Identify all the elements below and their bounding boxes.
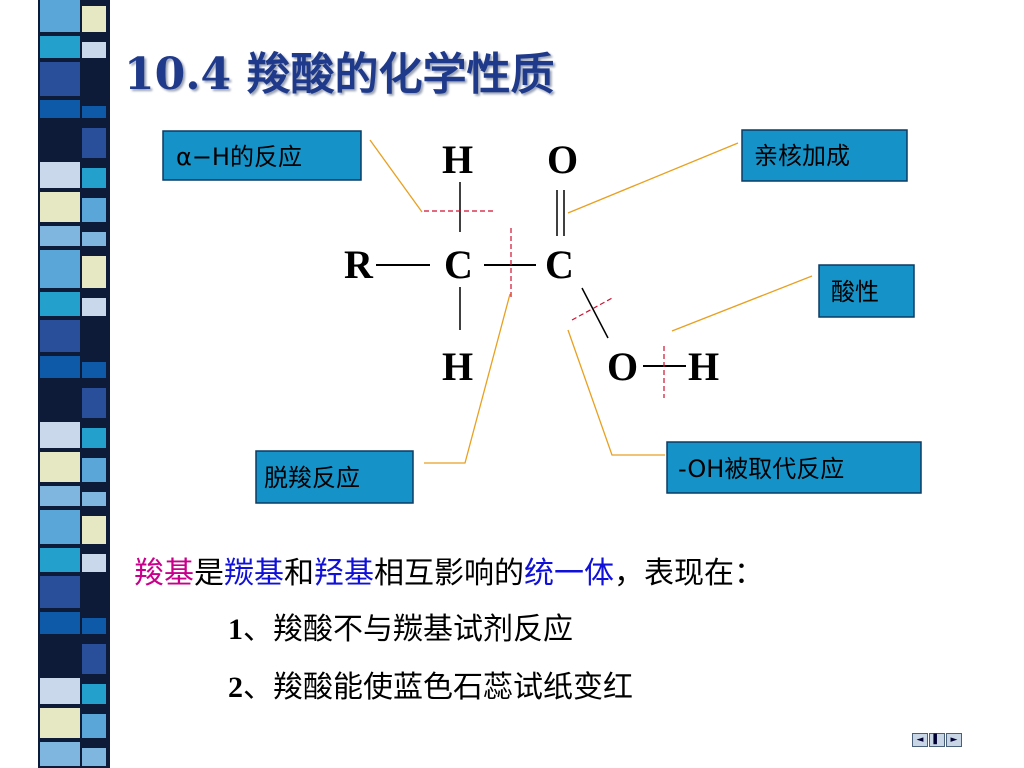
carboxylic-acid-reaction-diagram: H O R C C H O H α−H的反应 亲核加成 酸性 脱羧反应 -OH被…	[162, 129, 922, 504]
next-slide-icon[interactable]: ►	[946, 733, 962, 747]
atom-c-alpha: C	[444, 242, 473, 287]
strip-block	[82, 748, 106, 766]
strip-block	[82, 458, 106, 482]
text-rest: ，表现在：	[614, 556, 764, 591]
strip-block	[40, 320, 80, 352]
slide-title: 10.4 羧酸的化学性质	[124, 49, 555, 100]
slide-navigation: ◄▌►	[912, 733, 963, 752]
callout-decarboxylation-label: 脱羧反应	[264, 464, 360, 492]
strip-block	[82, 428, 106, 448]
term-hydroxyl: 羟基	[314, 556, 374, 591]
strip-block	[40, 62, 80, 96]
strip-block	[40, 356, 80, 378]
strip-block	[82, 106, 106, 118]
callout-acidity: 酸性	[818, 264, 915, 318]
atom-h-top: H	[442, 137, 473, 182]
strip-block	[82, 388, 106, 418]
strip-block	[40, 638, 80, 674]
callout-acidity-label: 酸性	[831, 278, 879, 306]
menu-slide-icon[interactable]: ▌	[929, 733, 945, 747]
strip-block	[40, 510, 80, 544]
strip-block	[82, 516, 106, 544]
prev-slide-icon[interactable]: ◄	[912, 733, 928, 747]
decorative-side-strip	[0, 0, 120, 768]
strip-block	[82, 714, 106, 738]
term-carbonyl: 羰基	[224, 556, 284, 591]
atom-h-hydroxyl: H	[688, 344, 719, 389]
strip-block	[40, 576, 80, 608]
strip-block	[40, 292, 80, 316]
point-1-number: 1	[228, 613, 243, 646]
strip-block	[40, 192, 80, 222]
strip-block	[82, 198, 106, 222]
atom-o-hydroxyl: O	[607, 344, 638, 389]
callout-oh-substitution-label: -OH被取代反应	[678, 455, 844, 483]
leader-decarboxylation	[424, 293, 511, 464]
leader-alpha-h	[369, 139, 423, 213]
strip-block	[82, 128, 106, 158]
strip-block	[82, 554, 106, 572]
strip-block	[40, 226, 80, 246]
point-2: 2、羧酸能使蓝色石蕊试纸变红	[228, 662, 633, 706]
strip-block	[82, 168, 106, 188]
callout-nucleophilic-label: 亲核加成	[754, 142, 850, 170]
callout-alpha-h-reaction: α−H的反应	[162, 130, 362, 181]
strip-block	[82, 232, 106, 246]
strip-block	[40, 452, 80, 482]
text-is: 是	[194, 556, 224, 591]
point-1: 1、羧酸不与羰基试剂反应	[228, 604, 573, 648]
strip-block	[40, 36, 80, 58]
strip-block	[82, 582, 106, 608]
strip-block	[40, 548, 80, 572]
strip-block	[40, 100, 80, 118]
callout-oh-substitution: -OH被取代反应	[666, 441, 922, 494]
bond-c-o-single	[581, 287, 609, 339]
strip-block	[40, 0, 80, 32]
text-mutual: 相互影响的	[374, 556, 524, 591]
strip-block	[82, 326, 106, 352]
strip-block	[40, 678, 80, 704]
strip-block	[82, 618, 106, 634]
strip-block	[82, 492, 106, 506]
leader-oh-substitution	[567, 329, 665, 456]
leader-nucleophilic	[567, 142, 739, 214]
strip-block	[82, 256, 106, 288]
strip-block	[40, 162, 80, 188]
strip-block	[82, 362, 106, 378]
strip-block	[40, 250, 80, 288]
strip-block	[82, 298, 106, 316]
strip-block	[82, 68, 106, 96]
term-unity: 统一体	[524, 556, 614, 591]
callout-nucleophilic-addition: 亲核加成	[741, 129, 908, 182]
point-1-text: 、羧酸不与羰基试剂反应	[243, 612, 573, 647]
strip-block	[82, 644, 106, 674]
strip-block	[40, 612, 80, 634]
atom-h-bottom: H	[442, 344, 473, 389]
atom-c-carboxyl: C	[545, 242, 574, 287]
text-and: 和	[284, 556, 314, 591]
atom-r: R	[344, 242, 374, 287]
strip-block	[40, 486, 80, 506]
atom-o-top: O	[547, 137, 578, 182]
point-2-text: 、羧酸能使蓝色石蕊试纸变红	[243, 670, 633, 705]
term-carboxyl: 羧基	[134, 556, 194, 591]
strip-block	[40, 422, 80, 448]
strip-block	[40, 742, 80, 766]
strip-block	[40, 122, 80, 158]
strip-block	[82, 6, 106, 32]
callout-alpha-h-label: α−H的反应	[176, 143, 302, 171]
summary-line: 羧基是羰基和羟基相互影响的统一体，表现在：	[134, 548, 764, 592]
callout-decarboxylation: 脱羧反应	[255, 450, 414, 504]
strip-block	[82, 42, 106, 58]
strip-block	[82, 684, 106, 704]
strip-block	[40, 708, 80, 738]
leader-acidity	[671, 275, 813, 332]
point-2-number: 2	[228, 671, 243, 704]
strip-block	[40, 382, 80, 418]
